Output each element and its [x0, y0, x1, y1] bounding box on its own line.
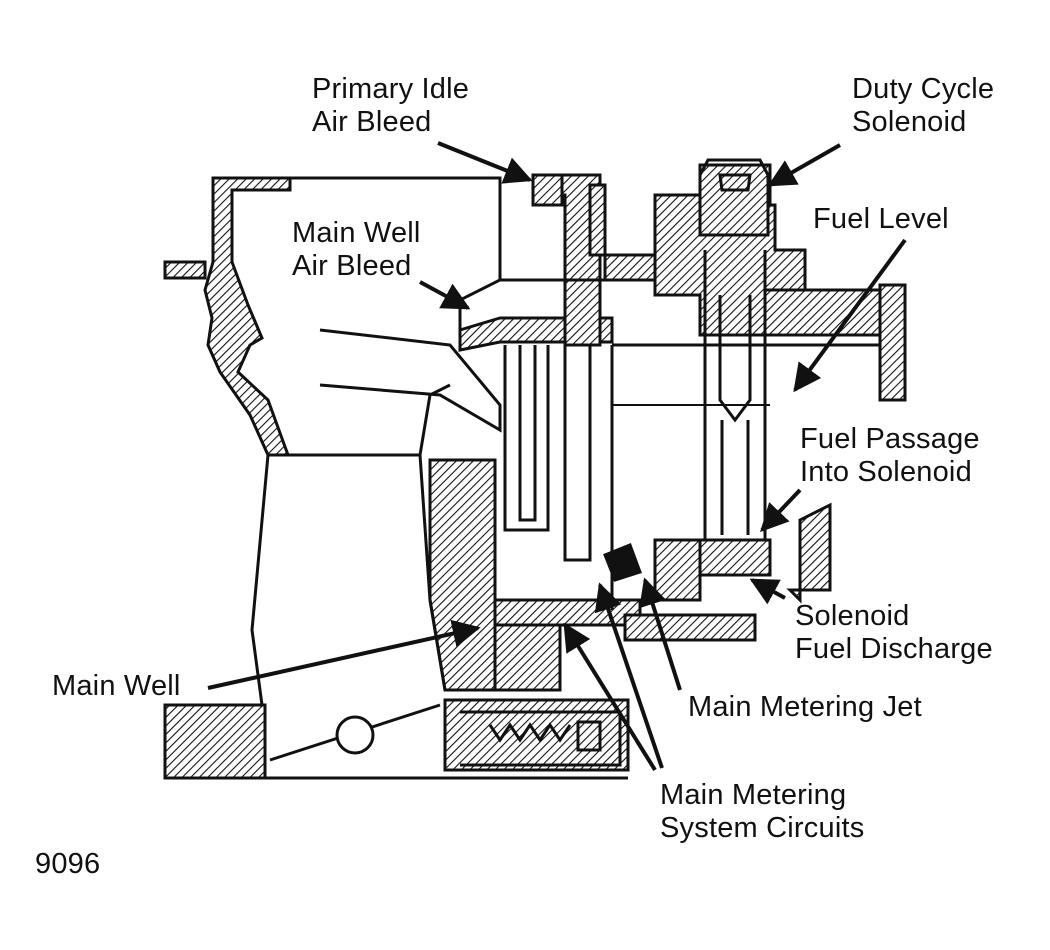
solenoid-top: [698, 158, 770, 237]
power-valve-plug: [576, 720, 602, 752]
throttle-bore-right: [418, 454, 447, 691]
arrow-main-metering-jet: [639, 577, 682, 691]
left-venturi-wall: [203, 176, 292, 457]
nozzle-passage: [319, 328, 502, 433]
arrow-fuel-passage: [760, 488, 802, 533]
idle-tube-cap: [531, 173, 564, 207]
right-bowl-edge: [786, 502, 832, 604]
solenoid-top-inner: [718, 173, 752, 192]
main-well-block: [493, 598, 642, 627]
arrow-main-well-air-bleed: [419, 280, 471, 310]
arrow-primary-idle-air-bleed: [437, 141, 533, 184]
throttle-ball: [335, 715, 375, 755]
label-duty-cycle-solenoid: Duty Cycle Solenoid: [852, 73, 995, 138]
label-solenoid-fuel-discharge: Solenoid Fuel Discharge: [795, 600, 993, 665]
body-outlines: [165, 158, 880, 780]
arrow-circuits-right: [594, 582, 664, 769]
main-well-tube-outer: [503, 345, 550, 532]
figure-number: 9096: [35, 848, 101, 880]
leader-arrows: [207, 141, 907, 772]
throttle-assembly: [335, 715, 602, 755]
label-main-metering-system-circuits: Main Metering System Circuits: [660, 779, 865, 844]
label-main-well: Main Well: [52, 670, 181, 702]
label-main-well-air-bleed: Main Well Air Bleed: [292, 217, 421, 282]
label-main-metering-jet: Main Metering Jet: [688, 691, 922, 723]
arrow-duty-cycle-solenoid: [767, 143, 841, 187]
base-passage: [460, 710, 622, 767]
discharge-passage: [623, 613, 757, 642]
solenoid-core: [718, 295, 752, 423]
arrow-circuits-left: [563, 622, 657, 772]
label-fuel-level: Fuel Level: [813, 203, 949, 235]
right-wall: [878, 283, 907, 402]
arrow-fuel-level: [793, 238, 907, 393]
main-metering-jet-part: [603, 543, 642, 582]
jet-body: [603, 543, 642, 582]
idle-channel: [563, 345, 592, 562]
label-primary-idle-air-bleed: Primary Idle Air Bleed: [312, 73, 470, 138]
throttle-bore: [250, 454, 270, 706]
power-valve-spring: [488, 722, 572, 743]
main-well-tube-inner: [518, 345, 537, 522]
left-throat-outline: [290, 176, 502, 330]
solenoid-body: [703, 250, 767, 542]
label-fuel-passage-into-solenoid: Fuel Passage Into Solenoid: [800, 423, 980, 488]
left-fitting: [163, 260, 207, 280]
solenoid-seat: [698, 538, 772, 577]
arrow-solenoid-discharge: [749, 578, 786, 605]
arrow-main-well: [207, 619, 481, 690]
venturi-throat: [268, 383, 451, 457]
base-flange: [163, 703, 267, 780]
solenoid-stem: [720, 420, 750, 535]
main-well-lower: [493, 623, 562, 692]
